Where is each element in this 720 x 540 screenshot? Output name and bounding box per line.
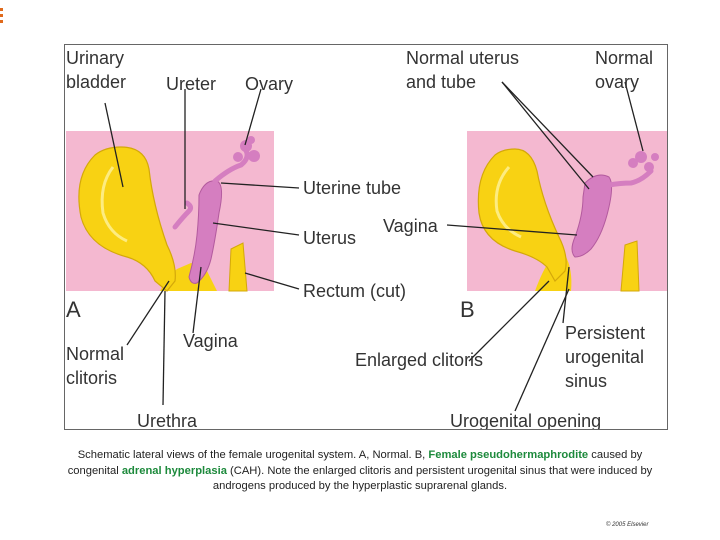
figure-caption: Schematic lateral views of the female ur… bbox=[60, 448, 660, 495]
label-ureter: Ureter bbox=[166, 74, 217, 94]
panel-b-rectum bbox=[620, 240, 640, 292]
caption-text-2: caused by congenital bbox=[67, 449, 643, 477]
panel-b-ovary bbox=[628, 151, 659, 172]
caption-text-3: (CAH). Note the enlarged clitoris and pe… bbox=[212, 464, 653, 493]
panel-a-ureter bbox=[172, 200, 194, 230]
panel-a-ovary bbox=[233, 136, 260, 162]
panel-a-rectum bbox=[228, 242, 248, 292]
panel-a-drawing bbox=[66, 131, 274, 292]
label-persistent-sinus: Persistent urogenital sinus bbox=[565, 323, 646, 391]
panel-a-bladder-highlight bbox=[100, 166, 128, 243]
panel-a-tube bbox=[212, 146, 250, 184]
label-ovary: Ovary bbox=[245, 74, 294, 94]
corner-mark bbox=[0, 8, 4, 30]
label-urinary-bladder: Urinary bladder bbox=[66, 48, 127, 92]
panel-a-bladder bbox=[78, 146, 176, 292]
copyright-credit: © 2005 Elsevier bbox=[606, 522, 649, 528]
label-uterine-tube: Uterine tube bbox=[303, 178, 402, 198]
label-enlarged-clitoris: Enlarged clitoris bbox=[355, 350, 484, 370]
label-normal-ovary: Normal ovary bbox=[595, 48, 654, 92]
caption-link-adrenal-hyperplasia[interactable]: adrenal hyperplasia bbox=[121, 464, 227, 477]
label-vagina-right: Vagina bbox=[383, 216, 438, 236]
panel-a-uterus bbox=[188, 180, 223, 284]
label-normal-uterus-tube: Normal uterus and tube bbox=[406, 48, 520, 92]
panel-b-tube bbox=[606, 168, 654, 188]
figure-illustration bbox=[66, 81, 667, 412]
panel-b-uterus bbox=[571, 174, 613, 258]
label-urethra: Urethra bbox=[137, 411, 198, 430]
panel-b-drawing bbox=[467, 131, 667, 292]
label-uterus: Uterus bbox=[303, 228, 357, 248]
label-panel-a: A bbox=[66, 297, 81, 322]
leader-lines bbox=[104, 81, 644, 412]
label-normal-clitoris: Normal clitoris bbox=[66, 344, 125, 388]
label-panel-b: B bbox=[460, 297, 475, 322]
caption-text-1: Schematic lateral views of the female ur… bbox=[77, 449, 429, 461]
label-vagina-left: Vagina bbox=[183, 331, 238, 351]
label-rectum: Rectum (cut) bbox=[303, 281, 407, 301]
caption-link-pseudohermaphrodite[interactable]: Female pseudohermaphrodite bbox=[428, 449, 589, 461]
panel-b-bladder-highlight bbox=[494, 166, 522, 239]
urogenital-figure: Urinary bladder Ureter Ovary Normal uter… bbox=[64, 44, 668, 430]
label-urogenital-opening: Urogenital opening bbox=[450, 411, 602, 430]
